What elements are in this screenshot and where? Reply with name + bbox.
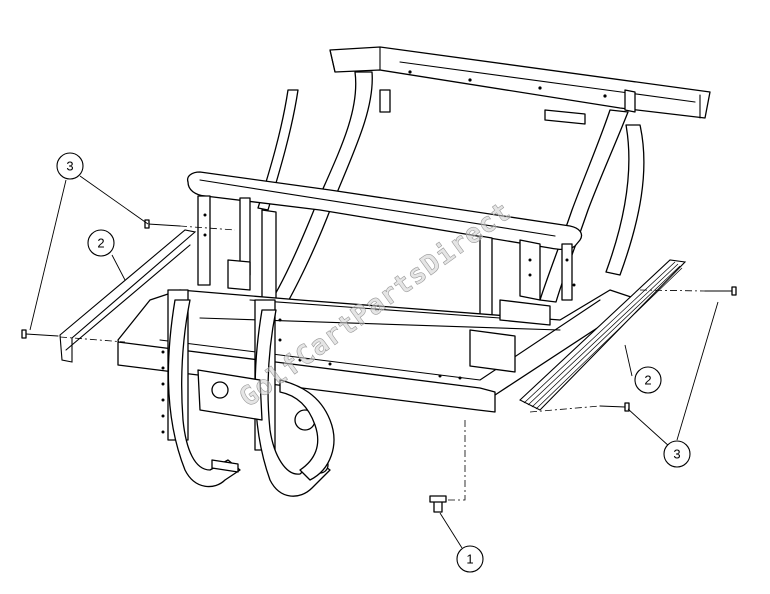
callout-3-right: 3	[663, 440, 691, 468]
top-tube-frame	[186, 171, 583, 321]
callout-1-bottom-label: 1	[466, 552, 473, 567]
leader-lines	[29, 175, 719, 549]
callout-2-left-label: 2	[97, 236, 104, 251]
mount-bolt-item-1	[429, 495, 447, 513]
rear-top-frame	[329, 46, 711, 125]
chassis-frame	[21, 46, 737, 513]
front-hitch-plates	[161, 289, 335, 497]
callout-2-right-label: 2	[644, 373, 651, 388]
callout-1-bottom: 1	[456, 545, 484, 573]
assembly-lines	[59, 225, 706, 501]
callout-3-right-label: 3	[673, 447, 680, 462]
callout-2-left: 2	[87, 229, 115, 257]
left-posts	[197, 195, 576, 301]
callout-3-left-label: 3	[66, 159, 73, 174]
bolts	[21, 219, 737, 412]
left-side-rail	[59, 229, 197, 363]
callout-2-right: 2	[634, 366, 662, 394]
right-side-rail	[519, 259, 687, 411]
callout-3-left: 3	[56, 152, 84, 180]
